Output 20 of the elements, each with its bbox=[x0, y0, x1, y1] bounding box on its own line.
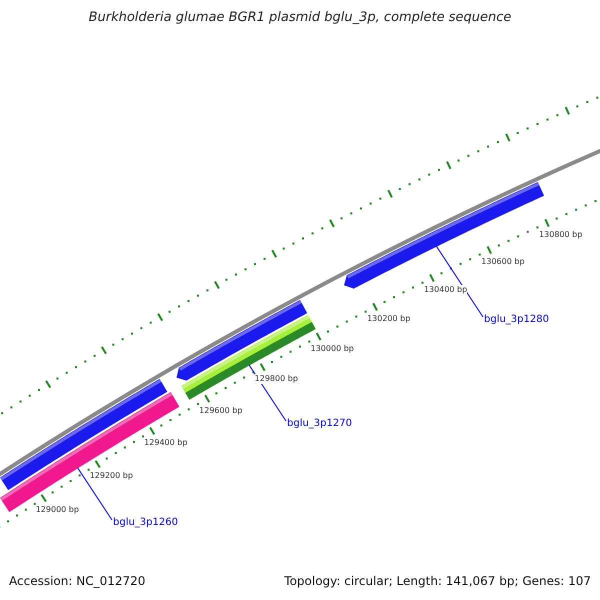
position-label: 129200 bp bbox=[90, 471, 133, 482]
leader-line bbox=[436, 246, 484, 318]
gene-label: bglu_3p1270 bbox=[287, 418, 352, 429]
position-label: 130600 bp bbox=[481, 256, 525, 267]
position-label: 130000 bp bbox=[310, 344, 354, 354]
gene-bar bbox=[0, 392, 180, 512]
leader-line bbox=[77, 467, 112, 520]
gene-bar bbox=[176, 300, 308, 381]
position-label: 129000 bp bbox=[36, 505, 79, 516]
gene-label: bglu_3p1280 bbox=[484, 314, 549, 325]
map-title: Burkholderia glumae BGR1 plasmid bglu_3p, complete sequence bbox=[88, 10, 512, 25]
accession-label: Accession: NC_012720 bbox=[9, 574, 146, 588]
position-label: 130400 bp bbox=[424, 284, 468, 295]
position-label: 130800 bp bbox=[539, 230, 582, 240]
gene-label: bglu_3p1260 bbox=[113, 517, 178, 528]
position-label: 129400 bp bbox=[144, 438, 188, 448]
sequence-info: Topology: circular; Length: 141,067 bp; Genes: 107 bbox=[284, 574, 591, 588]
position-label: 129800 bp bbox=[254, 374, 298, 384]
position-label: 130200 bp bbox=[367, 314, 410, 324]
position-label: 129600 bp bbox=[199, 406, 242, 416]
